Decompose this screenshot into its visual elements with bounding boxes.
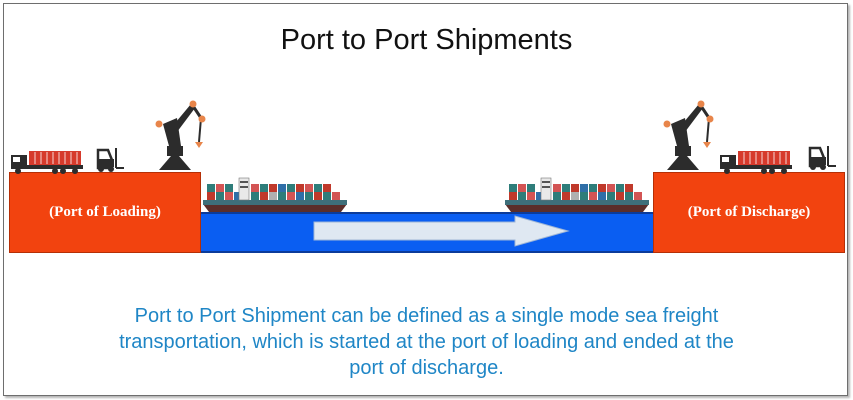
description-line-2: transportation, which is started at the … [119,331,734,353]
forklift-icon [808,144,838,172]
port-of-discharge: (Port of Discharge) [653,172,845,253]
forklift-icon [96,146,126,174]
port-of-loading: (Port of Loading) [9,172,201,253]
container-ship-icon [504,177,650,213]
port-of-loading-label: (Port of Loading) [49,204,161,220]
truck-icon [719,150,793,175]
description-line-3: port of discharge. [349,357,504,379]
crane-icon [154,99,207,172]
direction-arrow-icon [313,215,570,247]
port-of-discharge-label: (Port of Discharge) [687,204,811,220]
description-line-1: Port to Port Shipment can be defined as … [134,305,719,327]
diagram-title: Port to Port Shipments [280,24,573,56]
crane-icon [662,99,715,172]
container-ship-icon [202,177,348,213]
truck-icon [10,150,84,175]
diagram-description: Port to Port Shipment can be defined as … [60,303,793,381]
